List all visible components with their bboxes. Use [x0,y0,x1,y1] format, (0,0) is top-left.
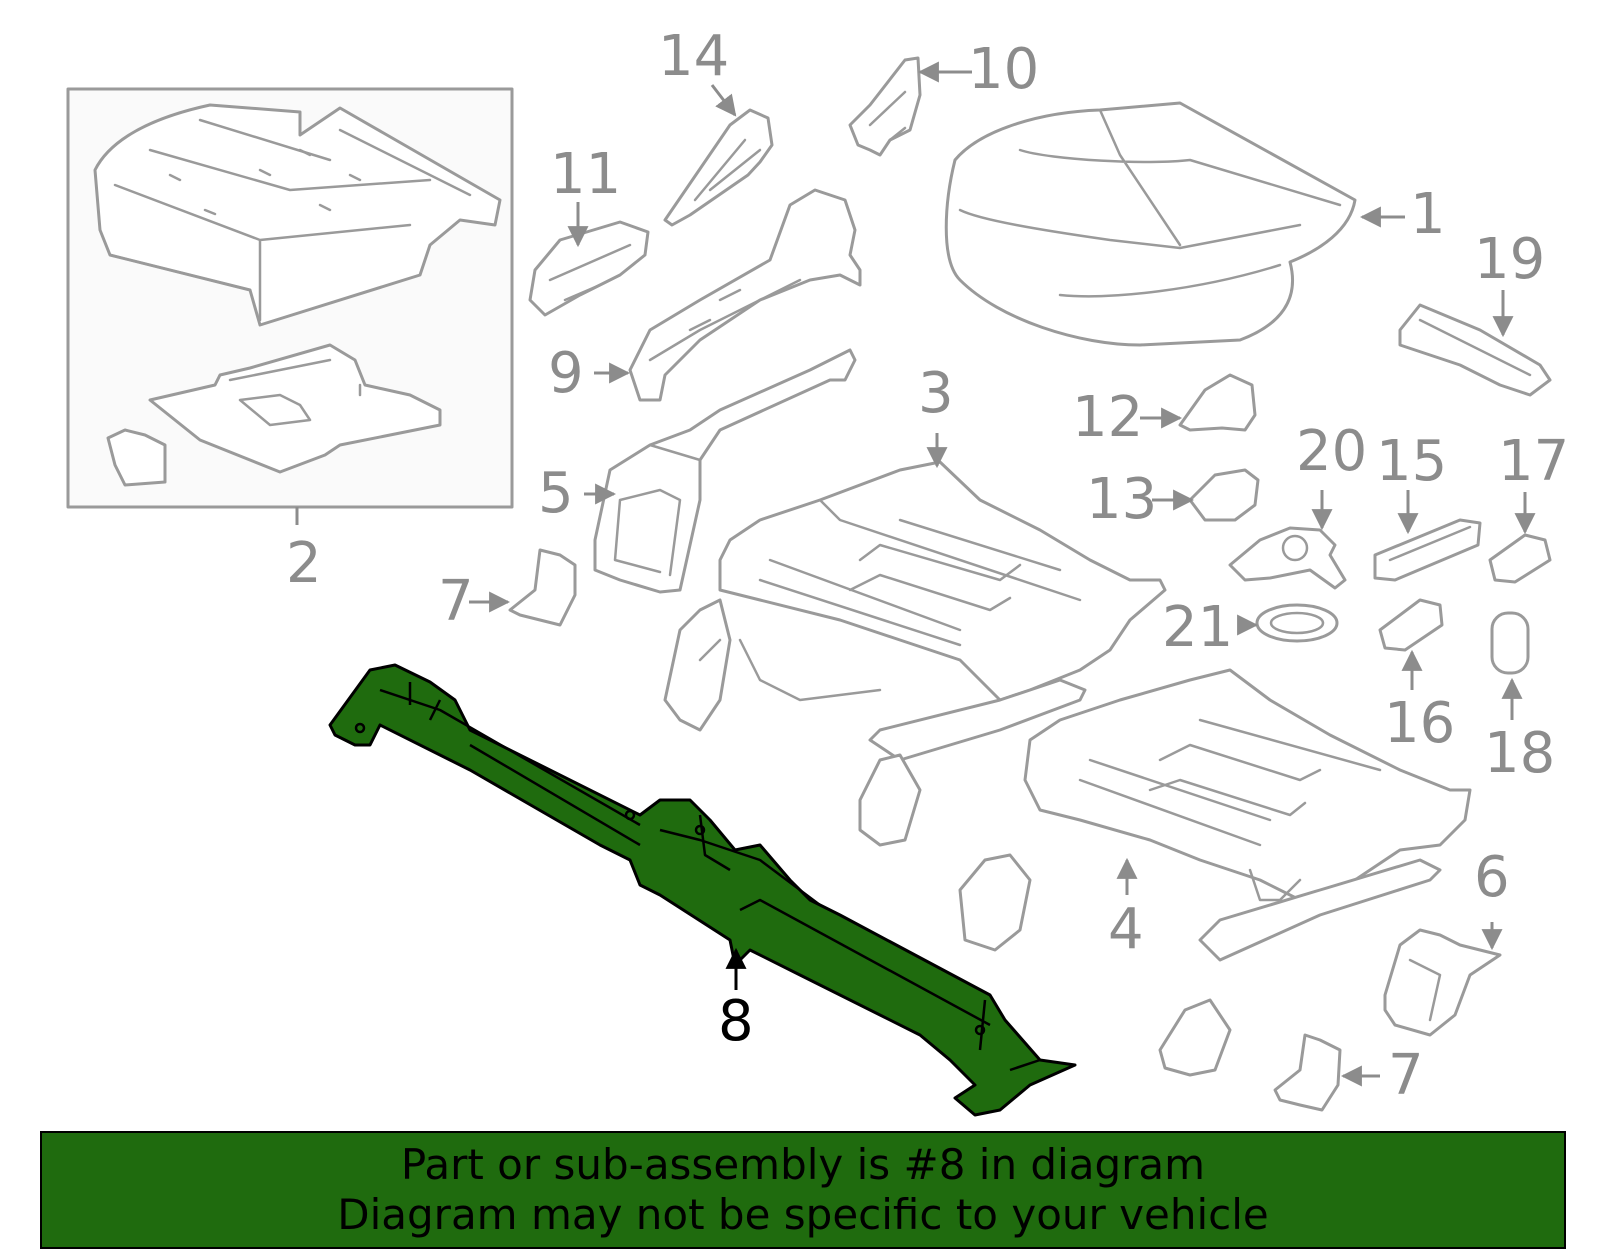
callout-1: 1 [1410,182,1446,247]
part-8-cross-member-highlighted [328,663,1077,1117]
callout-4: 4 [1108,897,1144,962]
part-9 [628,188,862,402]
callout-8: 8 [718,989,754,1054]
callout-2: 2 [286,531,322,596]
banner-line-disclaimer: Diagram may not be specific to your vehi… [337,1190,1269,1239]
part-17 [1488,533,1552,584]
callout-11: 11 [550,142,621,207]
part-11 [528,220,650,317]
part-12 [1178,373,1257,432]
part-15 [1373,518,1482,582]
callout-labels: 1 2 3 4 5 6 7 7 8 9 10 11 12 13 14 15 16… [286,24,1569,1108]
callout-14: 14 [658,24,729,89]
banner-line-part: Part or sub-assembly is #8 in diagram [400,1140,1206,1189]
callout-21: 21 [1162,595,1233,660]
part-20 [1228,526,1347,590]
callout-7-upper: 7 [438,569,474,634]
part-19 [1398,303,1552,397]
callout-5: 5 [538,461,574,526]
callout-17: 17 [1498,429,1569,494]
part-13 [1188,468,1260,522]
leader-lines [469,61,1536,1087]
part-2-seat-cushion-assembly [66,87,514,525]
part-18 [1490,611,1530,675]
part-7-lower [1273,1033,1342,1112]
part-5 [593,348,857,594]
part-10 [848,56,922,157]
part-21 [1255,603,1339,643]
callout-16: 16 [1384,691,1455,756]
callout-19: 19 [1474,227,1545,292]
part-7-upper [508,548,577,627]
info-banner: Part or sub-assembly is #8 in diagram Di… [40,1131,1566,1249]
callout-9: 9 [548,341,584,406]
callout-10: 10 [968,37,1039,102]
callout-12: 12 [1072,385,1143,450]
callout-15: 15 [1376,429,1447,494]
callout-20: 20 [1296,419,1367,484]
part-16 [1378,598,1444,652]
callout-3: 3 [918,361,954,426]
callout-6: 6 [1474,845,1510,910]
callout-7-lower: 7 [1388,1043,1424,1108]
part-3-seat-frame [663,460,1167,847]
callout-13: 13 [1086,467,1157,532]
part-14 [663,108,774,227]
part-6 [1383,928,1502,1037]
part-1-cushion-pad [944,101,1357,347]
callout-18: 18 [1484,721,1555,786]
part-4-seat-frame [958,668,1472,1077]
